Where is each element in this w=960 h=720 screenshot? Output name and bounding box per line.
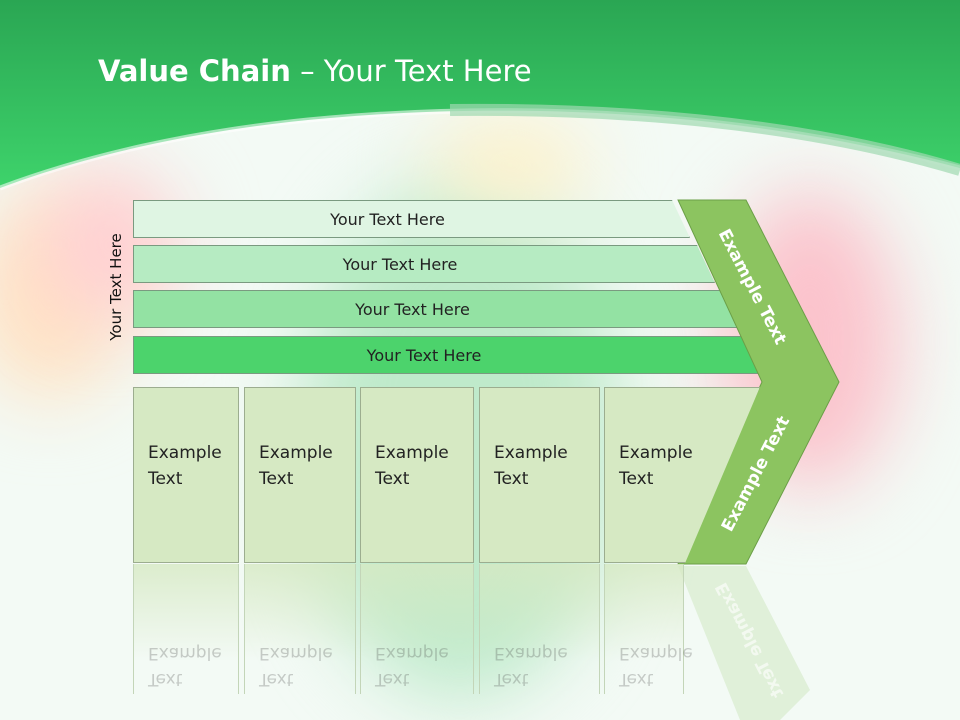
activity-line1: Example — [619, 443, 693, 463]
title-bold: Value Chain — [98, 54, 291, 88]
activity-line2: Text — [375, 469, 410, 489]
activity-line2: Text — [619, 469, 654, 489]
header-banner — [0, 0, 960, 191]
support-band: Your Text Here — [133, 245, 715, 283]
support-band: Your Text Here — [133, 200, 690, 238]
chevron-shape — [677, 199, 840, 565]
activity-line2: Text — [148, 469, 183, 489]
support-band-label: Your Text Here — [342, 254, 458, 274]
activity-line1: Example — [148, 443, 222, 463]
support-band-label: Your Text Here — [355, 299, 470, 319]
background-blob-yellow — [430, 120, 590, 210]
activity-line1: Example — [259, 443, 333, 463]
support-band: Your Text Here — [133, 336, 763, 374]
activity-line1: Example — [375, 443, 449, 463]
support-band-fill — [133, 336, 763, 374]
activity-line2: Text — [494, 469, 529, 489]
support-band: Your Text Here — [133, 290, 740, 328]
support-band-fill — [133, 290, 740, 328]
activity-line1: Example — [494, 443, 568, 463]
support-band-label: Your Text Here — [366, 345, 482, 365]
activity-line2: Text — [259, 469, 294, 489]
support-band-fill — [133, 200, 690, 238]
page-title: Value Chain – Your Text Here — [98, 54, 532, 88]
title-rest: – Your Text Here — [290, 54, 532, 88]
support-band-label: Your Text Here — [330, 209, 445, 229]
support-band-fill — [133, 245, 715, 283]
chevron-reflection — [678, 566, 810, 720]
